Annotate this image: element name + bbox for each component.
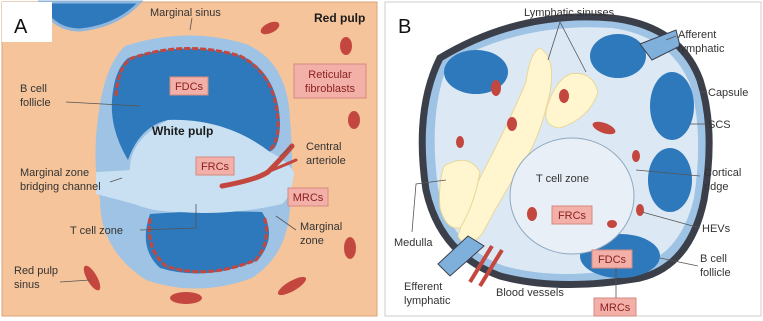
hev-cell [559,89,569,103]
frcs-label-box-b: FRCs [552,206,592,224]
label-t-cell-zone-a: T cell zone [70,225,123,237]
label-afferent-2: lymphatic [678,43,725,55]
label-hevs: HEVs [702,223,731,235]
label-medulla: Medulla [394,237,433,249]
fdcs-label-box-b: FDCs [592,250,632,268]
fdcs-text-a: FDCs [175,81,204,93]
fdcs-label-box-a: FDCs [170,77,208,95]
mrcs-text-b: MRCs [600,302,631,314]
label-lymphatic-sinuses: Lymphatic sinuses [524,7,615,19]
label-b-cell-follicle-b-2: follicle [700,267,731,279]
label-afferent-1: Afferent [678,29,716,41]
label-red-pulp-sinus-2: sinus [14,279,40,291]
hev-cell [456,136,464,148]
hev-cell [632,150,640,162]
label-marginal-sinus: Marginal sinus [150,7,221,19]
t-cell-zone-b [510,138,634,254]
label-marginal-zone-2: zone [300,235,324,247]
label-efferent-2: lymphatic [404,295,451,307]
label-b-cell-follicle-2: follicle [20,97,51,109]
label-red-pulp: Red pulp [314,11,365,25]
mrcs-text-a: MRCs [293,192,324,204]
frcs-text-a: FRCs [201,161,230,173]
label-central-arteriole-2: arteriole [306,155,346,167]
reticular-fibroblasts-line2: fibroblasts [305,83,356,95]
hev-cell [527,207,537,221]
label-marginal-zone-bridging-2: bridging channel [20,181,101,193]
panel-a-spleen: A FDCs FRCs [2,2,377,316]
red-pulp-cell [344,237,356,259]
label-cortical-ridge-2: ridge [704,181,728,193]
panel-a-letter: A [14,16,28,38]
follicle-right [650,72,694,140]
reticular-fibroblasts-box: Reticular fibroblasts [294,64,366,98]
fdcs-text-b: FDCs [598,254,627,266]
label-white-pulp: White pulp [152,124,213,138]
label-central-arteriole-1: Central [306,141,341,153]
label-capsule: Capsule [708,87,748,99]
hev-cell [636,204,644,216]
follicle-top-right [590,34,646,78]
red-pulp-cell [170,292,202,304]
reticular-fibroblasts-line1: Reticular [308,69,352,81]
frcs-label-box-a: FRCs [196,157,234,175]
follicle-right-lower [648,148,692,212]
mrcs-label-box-a: MRCs [288,188,328,206]
label-marginal-zone-bridging-1: Marginal zone [20,167,89,179]
hev-cell [507,117,517,131]
label-t-cell-zone-b: T cell zone [536,173,589,185]
label-efferent-1: Efferent [404,281,442,293]
mrcs-label-box-b: MRCs [594,298,636,316]
label-b-cell-follicle-b-1: B cell [700,253,727,265]
hev-cell [491,80,501,96]
panel-b-letter: B [398,16,411,38]
label-marginal-zone-1: Marginal [300,221,342,233]
red-pulp-cell [348,111,360,129]
hev-cell [607,220,617,228]
label-b-cell-follicle-1: B cell [20,83,47,95]
panel-b-lymph-node: B FRC [385,2,761,316]
label-blood-vessels: Blood vessels [496,287,564,299]
label-cortical-ridge-1: Cortical [704,167,741,179]
red-pulp-cell [340,37,352,55]
label-scs: SCS [708,119,731,131]
frcs-text-b: FRCs [558,210,587,222]
label-red-pulp-sinus-1: Red pulp [14,265,58,277]
